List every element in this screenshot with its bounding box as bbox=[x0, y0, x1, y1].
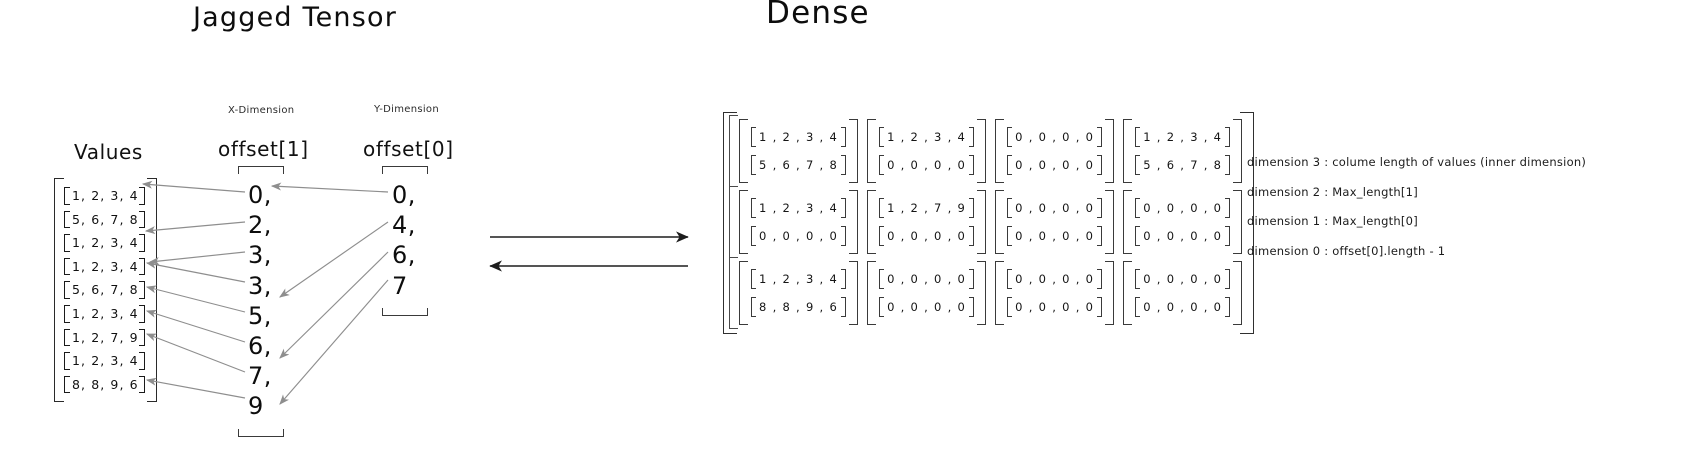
values-row: 5, 6, 7, 8 bbox=[62, 208, 147, 232]
dimension-legend: dimension 3 : colume length of values (i… bbox=[1247, 155, 1586, 258]
offset1-top-brace bbox=[238, 166, 284, 174]
offset-value: 0, bbox=[392, 181, 416, 209]
dimension-legend-line: dimension 3 : colume length of values (i… bbox=[1247, 155, 1587, 169]
dense-inner-row: 0 , 0 , 0 , 0 bbox=[1006, 123, 1103, 151]
values-row: 8, 8, 9, 6 bbox=[62, 373, 147, 397]
dense-inner-row: 0 , 0 , 0 , 0 bbox=[1134, 293, 1231, 321]
dense-inner-row: 1 , 2 , 7 , 9 bbox=[878, 194, 975, 222]
dimension-legend-line: dimension 2 : Max_length[1] bbox=[1247, 184, 1418, 199]
offset-value: 6, bbox=[248, 331, 272, 360]
offset0-bottom-brace bbox=[382, 308, 428, 316]
dense-inner-row: 0 , 0 , 0 , 0 bbox=[878, 265, 975, 293]
offset-value: 3, bbox=[248, 271, 272, 300]
dense-inner-row: 0 , 0 , 0 , 0 bbox=[1006, 265, 1103, 293]
dense-inner-row: 0 , 0 , 0 , 0 bbox=[1006, 222, 1103, 250]
offset-value: 6, bbox=[392, 241, 416, 270]
x-dimension-tag: X-Dimension bbox=[228, 105, 295, 116]
offset1-values: 0,2,3,3,5,6,7,9 bbox=[238, 166, 284, 437]
values-outer-bracket-left bbox=[54, 178, 64, 403]
offset1-bottom-brace bbox=[238, 429, 284, 437]
values-row: 1, 2, 3, 4 bbox=[62, 184, 147, 208]
offset0-top-brace bbox=[382, 166, 428, 174]
dense-inner-row: 0 , 0 , 0 , 0 bbox=[1006, 194, 1103, 222]
offset-value: 7 bbox=[392, 271, 408, 300]
offset-value: 0, bbox=[248, 181, 272, 209]
dense-inner-row: 0 , 0 , 0 , 0 bbox=[1006, 151, 1103, 179]
values-row: 1, 2, 3, 4 bbox=[62, 302, 147, 326]
offset-value: 4, bbox=[392, 211, 416, 240]
dense-inner-row: 1 , 2 , 3 , 4 bbox=[750, 265, 847, 293]
offset-value: 5, bbox=[248, 301, 272, 330]
dense-inner-row: 1 , 2 , 3 , 4 bbox=[1134, 123, 1231, 151]
values-column-heading: Values bbox=[74, 140, 143, 164]
dense-inner-row: 0 , 0 , 0 , 0 bbox=[1134, 222, 1231, 250]
values-row: 1, 2, 7, 9 bbox=[62, 326, 147, 350]
values-row: 1, 2, 3, 4 bbox=[62, 349, 147, 373]
dense-nesting-bracket-left bbox=[729, 115, 738, 187]
dense-nesting-bracket-left bbox=[729, 186, 738, 258]
page-title-dense: Dense bbox=[766, 0, 870, 31]
offset1-column-heading: offset[1] bbox=[218, 137, 309, 161]
dense-nesting-bracket-left bbox=[729, 257, 738, 329]
dense-inner-row: 0 , 0 , 0 , 0 bbox=[878, 293, 975, 321]
dense-inner-row: 1 , 2 , 3 , 4 bbox=[750, 194, 847, 222]
values-row: 1, 2, 3, 4 bbox=[62, 255, 147, 279]
offset-value: 2, bbox=[248, 211, 272, 240]
offset-value: 7, bbox=[248, 362, 272, 391]
dense-inner-row: 0 , 0 , 0 , 0 bbox=[1134, 265, 1231, 293]
dimension-legend-line: dimension 1 : Max_length[0] bbox=[1247, 214, 1418, 228]
y-dimension-tag: Y-Dimension bbox=[374, 104, 439, 115]
values-outer-bracket-right bbox=[146, 178, 157, 403]
values-row: 1, 2, 3, 4 bbox=[62, 231, 147, 255]
dense-inner-row: 1 , 2 , 3 , 4 bbox=[878, 123, 975, 151]
dense-inner-row: 1 , 2 , 3 , 4 bbox=[750, 123, 847, 151]
dense-inner-row: 0 , 0 , 0 , 0 bbox=[878, 151, 975, 179]
dense-inner-row: 0 , 0 , 0 , 0 bbox=[750, 222, 847, 250]
dimension-legend-line: dimension 0 : offset[0].length - 1 bbox=[1247, 243, 1446, 258]
dense-inner-row: 0 , 0 , 0 , 0 bbox=[1006, 293, 1103, 321]
page-title-jagged-tensor: Jagged Tensor bbox=[193, 2, 398, 33]
dense-inner-row: 8 , 8 , 9 , 6 bbox=[750, 293, 847, 321]
offset0-column-heading: offset[0] bbox=[363, 137, 454, 161]
values-row: 5, 6, 7, 8 bbox=[62, 278, 147, 302]
dense-inner-row: 5 , 6 , 7 , 8 bbox=[750, 151, 847, 179]
dense-inner-row: 0 , 0 , 0 , 0 bbox=[1134, 194, 1231, 222]
offset-value: 9 bbox=[248, 392, 264, 421]
offset0-values: 0,4,6,7 bbox=[382, 166, 428, 316]
dense-inner-row: 0 , 0 , 0 , 0 bbox=[878, 222, 975, 250]
offset-value: 3, bbox=[248, 241, 272, 270]
dense-inner-row: 5 , 6 , 7 , 8 bbox=[1134, 151, 1231, 179]
